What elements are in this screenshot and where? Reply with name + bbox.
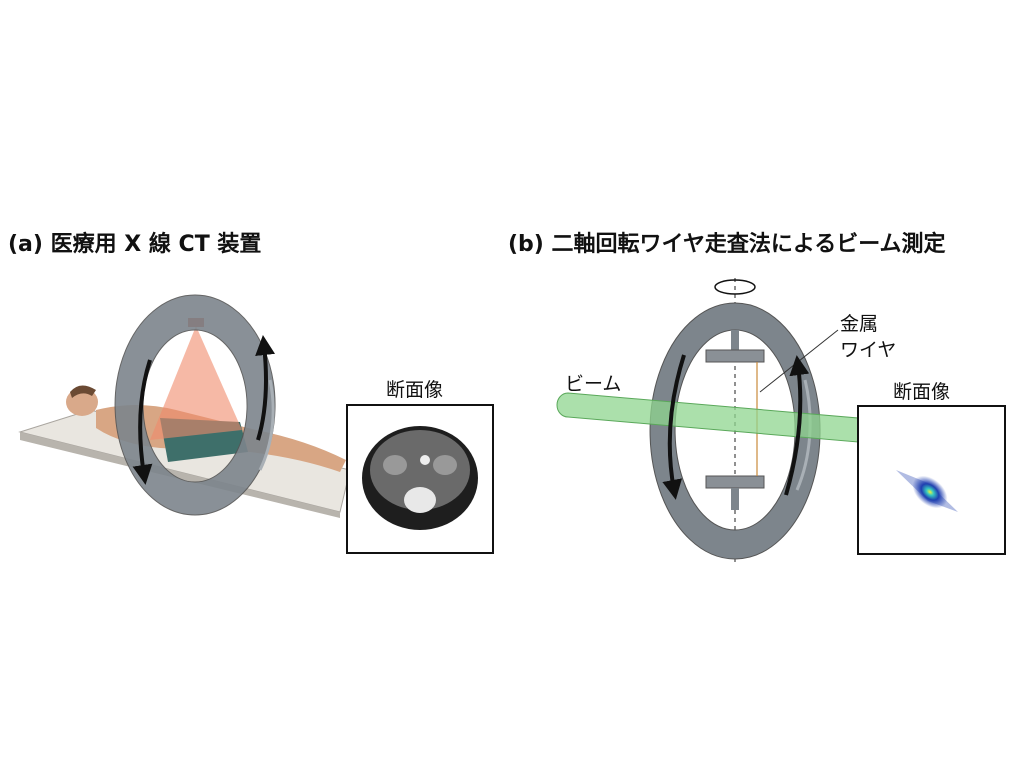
beam-cross-section-image <box>857 405 1006 555</box>
rotation-arrow-right <box>784 355 810 496</box>
ct-scanner-illustration <box>18 294 351 518</box>
rotation-arrow-left <box>662 354 686 500</box>
ct-cross-section-image <box>346 404 494 554</box>
wire-label-line1: 金属 <box>840 313 879 335</box>
wire-holder-bottom <box>705 475 765 489</box>
beam <box>556 392 859 443</box>
panel-a-title: (a) 医療用 X 線 CT 装置 <box>8 232 262 257</box>
axis-rotation-indicator <box>714 279 756 295</box>
xray-cone <box>150 326 242 440</box>
wire-holder-top <box>705 349 765 363</box>
panel-a-cross-section-label: 断面像 <box>386 379 444 401</box>
beam-label: ビーム <box>565 373 622 395</box>
panel-b-title: (b) 二軸回転ワイヤ走査法によるビーム測定 <box>508 232 946 257</box>
wire-scanner-illustration <box>556 278 859 565</box>
wire-label-line2: ワイヤ <box>840 339 897 361</box>
panel-b-cross-section-label: 断面像 <box>893 381 951 403</box>
rotation-arrow-left <box>132 359 153 485</box>
rotation-arrow-right <box>255 335 276 441</box>
